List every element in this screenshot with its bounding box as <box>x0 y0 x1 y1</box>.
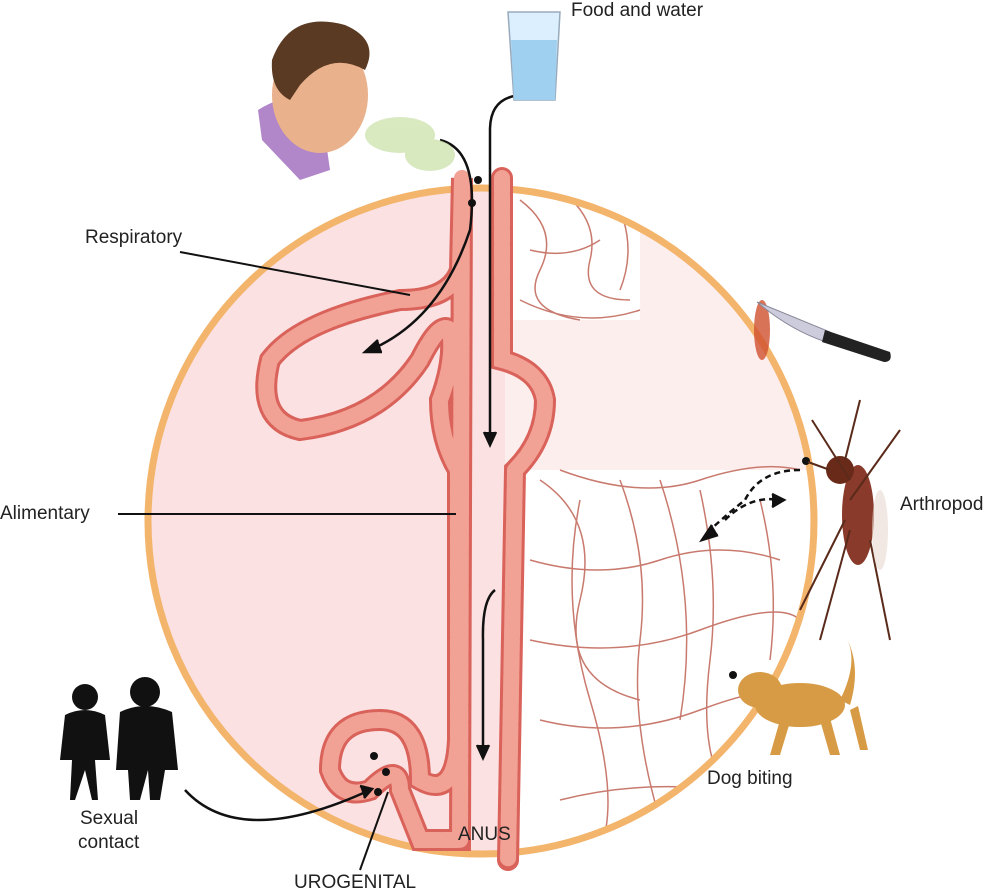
label-sexual-contact-1: Sexual <box>80 808 139 829</box>
knife-icon <box>756 301 891 362</box>
leader-lines <box>118 251 456 871</box>
label-respiratory: Respiratory <box>85 227 183 248</box>
couple-silhouette-icon <box>60 677 178 800</box>
epithelium <box>255 167 557 871</box>
wound <box>754 300 770 360</box>
entry-arrows <box>184 93 801 822</box>
skin-surface <box>144 184 818 858</box>
entry-points <box>370 176 810 796</box>
label-anus: ANUS <box>458 824 511 845</box>
label-food-and-water: Food and water <box>571 0 704 21</box>
man-head-icon <box>258 21 455 180</box>
mosquito-icon <box>799 399 901 641</box>
label-sexual-contact-2: contact <box>78 832 140 853</box>
label-alimentary: Alimentary <box>0 503 90 524</box>
label-urogenital: UROGENITAL <box>294 872 417 893</box>
dog-icon <box>738 635 868 755</box>
label-dog-biting: Dog biting <box>707 768 793 789</box>
label-arthropod: Arthropod <box>900 494 984 515</box>
glass-icon <box>507 11 561 101</box>
